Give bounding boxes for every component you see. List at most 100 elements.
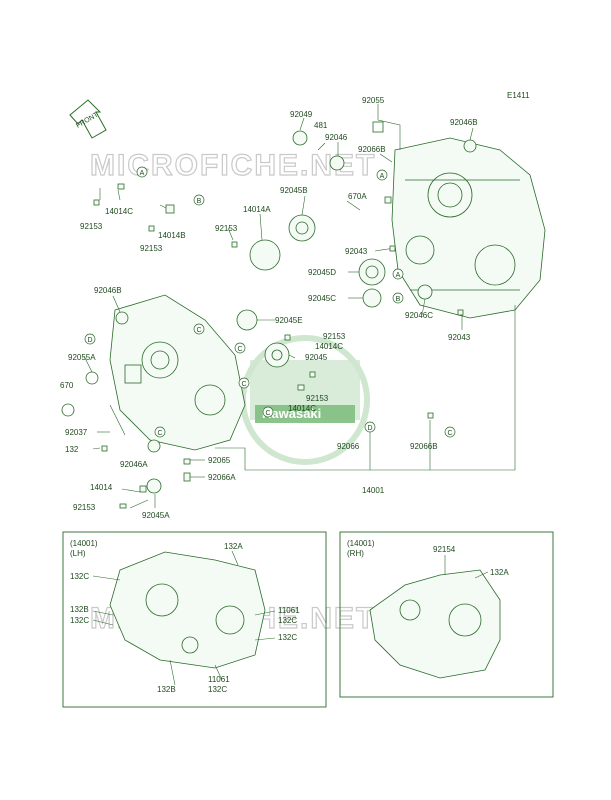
callout-92037: 92037 [65, 428, 88, 437]
inset-rh-header: (14001) [347, 539, 375, 548]
callout-92045a: 92045A [142, 511, 170, 520]
callout-labels: 92049 92055 481 92046 92066B 92046B 1401… [60, 96, 478, 520]
inset-lh-label: 132A [224, 542, 243, 551]
inset-rh-label: 92154 [433, 545, 456, 554]
callout-481: 481 [314, 121, 328, 130]
ref-circle-c: C [154, 426, 166, 438]
oring-92055a [85, 371, 99, 385]
callout-14001: 14001 [362, 486, 385, 495]
callout-92046: 92046 [325, 133, 348, 142]
bearing-92049 [292, 130, 308, 146]
callout-14014a: 14014A [243, 205, 271, 214]
inset-lh-label: 132B [157, 685, 176, 694]
inset-lh-label: 11061 [278, 606, 300, 615]
cover-14014a [249, 239, 281, 271]
pin-92037 [109, 404, 126, 436]
callout-92066b: 92066B [358, 145, 386, 154]
callout-92045e: 92045E [275, 316, 303, 325]
leader-lines [83, 104, 516, 509]
callout-92046b: 92046B [94, 286, 122, 295]
svg-text:D: D [87, 337, 92, 344]
callout-92055: 92055 [362, 96, 385, 105]
seal-92046b [115, 311, 129, 325]
svg-text:C: C [241, 381, 246, 388]
svg-text:A: A [140, 170, 145, 177]
ref-circle-c: C [193, 323, 205, 335]
ref-circle-c: C [444, 426, 456, 438]
front-arrow-icon: FRONT [69, 99, 107, 139]
diagram-code: E1411 [507, 91, 530, 100]
inset-lh-label: 132C [278, 633, 297, 642]
callout-92153: 92153 [323, 332, 346, 341]
seal-92046c [417, 284, 433, 300]
ref-circle-c: C [234, 342, 246, 354]
callout-92066b: 92066B [410, 442, 438, 451]
svg-text:B: B [197, 198, 202, 205]
hardware-bolts [93, 183, 464, 509]
svg-text:B: B [396, 296, 401, 303]
callout-92045c: 92045C [308, 294, 336, 303]
ref-circle-b: B [193, 194, 205, 206]
ref-circle-a: A [136, 166, 148, 178]
inset-lh-header: (14001) [70, 539, 98, 548]
svg-text:D: D [367, 425, 372, 432]
callout-92045b: 92045B [280, 186, 308, 195]
callout-92153: 92153 [306, 394, 329, 403]
watermark-brand-bar [255, 405, 355, 423]
callout-92066: 92066 [337, 442, 360, 451]
callout-92153: 92153 [140, 244, 163, 253]
inset-lh-label: 11061 [208, 675, 230, 684]
callout-670: 670 [60, 381, 74, 390]
callout-92153: 92153 [73, 503, 96, 512]
svg-text:C: C [157, 430, 162, 437]
svg-text:C: C [237, 346, 242, 353]
oring-670 [61, 403, 75, 417]
crankcase-right-half [391, 137, 546, 319]
callout-92046b: 92046B [450, 118, 478, 127]
ref-circle-c: C [238, 377, 250, 389]
inset-lh-label: 132C [278, 616, 297, 625]
inset-rh-side: (RH) [347, 549, 364, 558]
crankcase-left-half [109, 294, 246, 451]
callout-92153: 92153 [215, 224, 238, 233]
callout-14014c: 14014C [315, 342, 343, 351]
callout-92045: 92045 [305, 353, 328, 362]
seal-92046 [329, 155, 345, 171]
callout-92046c: 92046C [405, 311, 433, 320]
seal-92046b-top [463, 139, 477, 153]
callout-92046a: 92046A [120, 460, 148, 469]
ref-circle-d: D [364, 421, 376, 433]
oring-92055 [372, 121, 384, 133]
watermark-site-top: MICROFICHE.NET [90, 149, 376, 182]
callout-92043: 92043 [448, 333, 471, 342]
callout-14014c: 14014C [105, 207, 133, 216]
ref-circle-b: B [392, 292, 404, 304]
inset-lh-label: 132C [70, 616, 89, 625]
bearing-92045b [288, 214, 316, 242]
inset-lh-side: (LH) [70, 549, 86, 558]
inset-rh-label: 132A [490, 568, 509, 577]
inset-rh: (14001) (RH) 92154 132A [339, 531, 554, 698]
callout-92049: 92049 [290, 110, 313, 119]
callout-92066a: 92066A [208, 473, 236, 482]
callout-14014c: 14014C [288, 404, 316, 413]
reference-circles: A B A A B C C C C C D D C [84, 166, 456, 438]
callout-92065: 92065 [208, 456, 231, 465]
bearing-92045d [358, 258, 386, 286]
svg-text:C: C [265, 410, 270, 417]
inset-lh: (14001) (LH) 132A 132C 132B 132C 11061 1… [62, 531, 327, 708]
bearing-92045a [146, 478, 162, 494]
ref-circle-d: D [84, 333, 96, 345]
bearings [61, 121, 477, 494]
callout-670a: 670A [348, 192, 367, 201]
ref-circle-c: C [262, 406, 274, 418]
callout-14014: 14014 [90, 483, 113, 492]
callout-132: 132 [65, 445, 79, 454]
svg-text:C: C [447, 430, 452, 437]
callout-92055a: 92055A [68, 353, 96, 362]
callout-14014b: 14014B [158, 231, 186, 240]
inset-lh-label: 132B [70, 605, 89, 614]
callout-92043: 92043 [345, 247, 368, 256]
inset-lh-label: 132C [70, 572, 89, 581]
